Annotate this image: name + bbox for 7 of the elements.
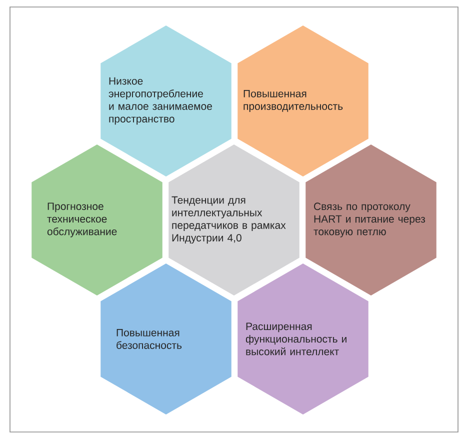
hexagon: Расширенная функциональность и высокий интеллект — [238, 264, 368, 414]
hexagon: Прогнозное техническое обслуживание — [32, 144, 162, 296]
hexagon: Связь по протоколу HART и питание через токовую петлю — [306, 144, 436, 296]
hexagon: Тенденции для интеллектуальных передатчиков в рамках Индустрии 4,0 — [168, 144, 300, 296]
hexagon: Повышенная производительность — [238, 26, 368, 176]
hexagon: Повышенная безопасность — [100, 264, 232, 414]
hexagon: Низкое энергопотребление и малое занимаемое пространство — [100, 26, 232, 176]
